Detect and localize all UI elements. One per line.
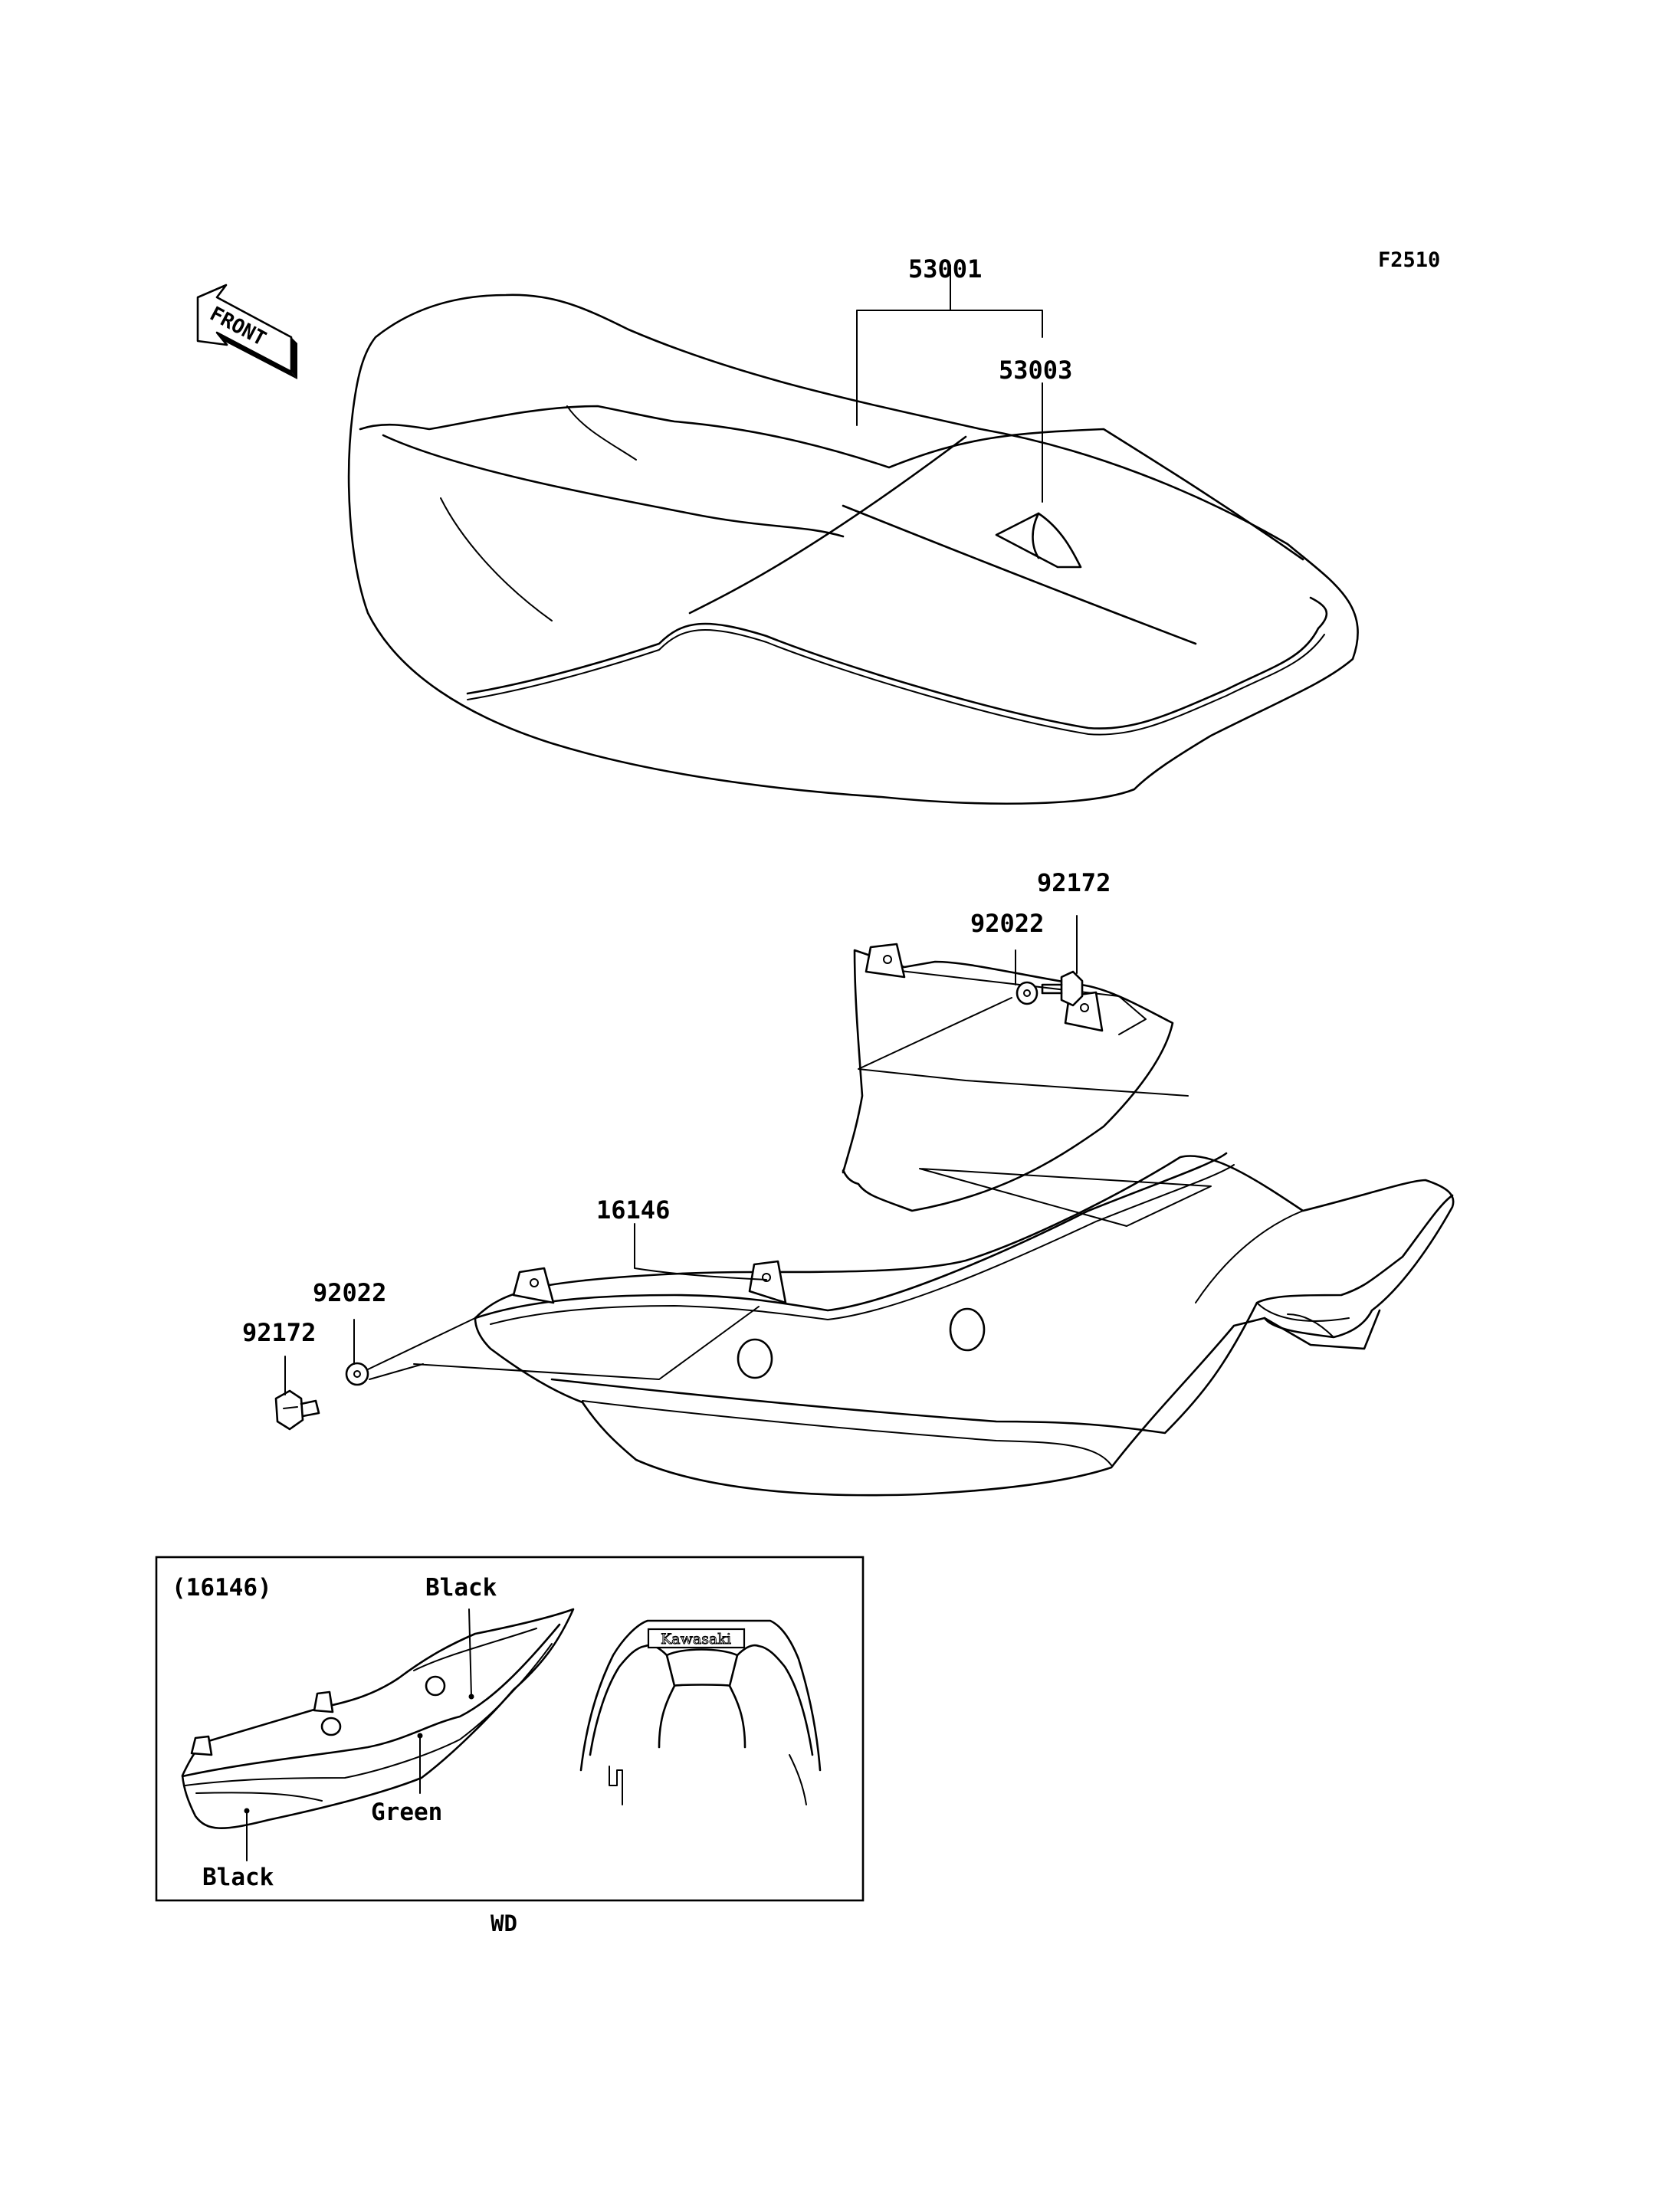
front-direction-arrow-icon: FRONT xyxy=(196,284,297,379)
seat-illustration xyxy=(347,293,1359,805)
callout-cover-left-screw: 92172 xyxy=(242,1318,316,1395)
washer-left xyxy=(345,1362,369,1386)
inset-color-bottom: Black xyxy=(202,1864,274,1891)
inset-color-middle: Green xyxy=(371,1799,442,1826)
inset-logo-text: Kawasaki xyxy=(661,1631,731,1648)
leader-left-hardware xyxy=(367,1317,476,1380)
washer-right xyxy=(1016,981,1039,1005)
callout-cover-left-washer: 92022 xyxy=(313,1278,386,1365)
callout-seat-label: 53001 xyxy=(908,254,982,284)
callout-seat-strap-label: 53003 xyxy=(999,356,1072,385)
callout-cover-right-screw: 92172 xyxy=(1037,868,1111,974)
callout-seat: 53001 xyxy=(856,254,1043,426)
color-variant-inset: (16146) Black Green Black xyxy=(155,1556,865,1902)
callout-seat-cover: 16146 xyxy=(596,1195,767,1280)
leader-right-hardware xyxy=(858,997,1189,1097)
callout-seat-strap: 53003 xyxy=(999,356,1072,503)
inset-side-panel xyxy=(181,1608,575,1861)
inset-rear-view: Kawasaki xyxy=(579,1619,822,1805)
callout-cover-left-washer-label: 92022 xyxy=(313,1278,386,1307)
inset-ref-label: (16146) xyxy=(172,1574,272,1602)
callout-seat-cover-label: 16146 xyxy=(596,1195,670,1225)
figure-code: F2510 xyxy=(1378,248,1440,272)
screw-right xyxy=(1041,970,1084,1007)
inset-color-top: Black xyxy=(425,1574,497,1602)
callout-cover-right-washer-label: 92022 xyxy=(970,909,1044,938)
callout-cover-left-screw-label: 92172 xyxy=(242,1318,316,1347)
seat-cover-illustration xyxy=(413,943,1455,1497)
inset-caption: WD xyxy=(491,1910,517,1936)
callout-cover-right-screw-label: 92172 xyxy=(1037,868,1111,897)
screw-left xyxy=(274,1389,320,1431)
callout-cover-right-washer: 92022 xyxy=(970,909,1044,985)
